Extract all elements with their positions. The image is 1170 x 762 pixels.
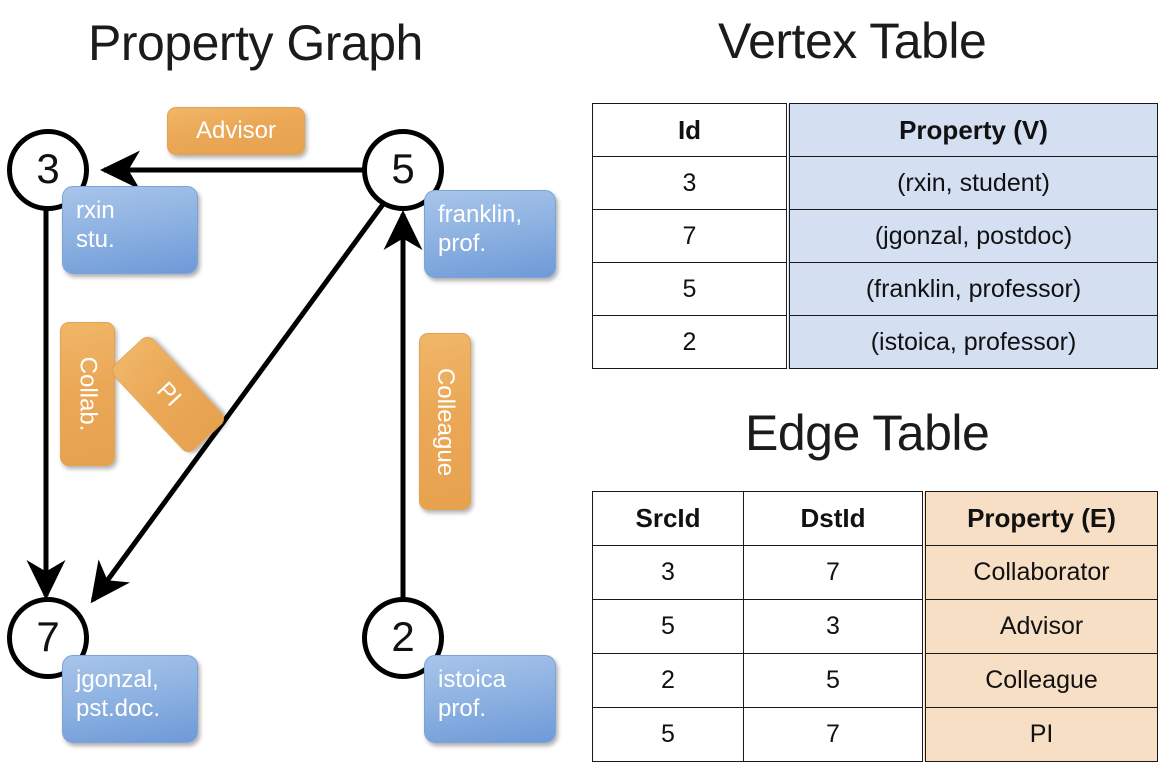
edge-table-header-srcid: SrcId <box>592 491 744 546</box>
edge-cell-dstid: 7 <box>743 707 925 762</box>
graph-node-2[interactable]: 2 <box>362 597 444 679</box>
node-property-box-istoica: istoica prof. <box>424 655 556 743</box>
table-row: 5 3 Advisor <box>592 599 1158 654</box>
edge-cell-srcid: 5 <box>592 707 744 762</box>
edge-cell-srcid: 5 <box>592 599 744 654</box>
table-row: 2 5 Colleague <box>592 653 1158 708</box>
vertex-table-header-id: Id <box>592 103 789 157</box>
vertex-cell-id: 7 <box>592 209 789 263</box>
edge-label-collab-text: Collab. <box>74 356 102 432</box>
edge-cell-property: Advisor <box>922 599 1158 654</box>
node-property-box-jgonzal: jgonzal, pst.doc. <box>62 655 198 743</box>
edge-table-header-row: SrcId DstId Property (E) <box>592 491 1158 546</box>
edge-table: SrcId DstId Property (E) 3 7 Collaborato… <box>592 491 1158 762</box>
node-property-jgonzal-name: jgonzal, <box>76 666 159 693</box>
edge-cell-dstid: 3 <box>743 599 925 654</box>
edge-arrow-5-to-7 <box>90 190 395 604</box>
edge-label-colleague: Colleague <box>419 333 471 510</box>
graph-edges-svg <box>26 150 423 604</box>
table-row: 7 (jgonzal, postdoc) <box>592 209 1158 263</box>
vertex-cell-property: (rxin, student) <box>786 156 1158 210</box>
edge-label-colleague-text: Colleague <box>432 367 459 476</box>
edge-label-pi-text: PI <box>150 376 186 412</box>
edge-cell-property: Colleague <box>922 653 1158 708</box>
graph-node-2-label: 2 <box>391 613 415 660</box>
node-property-istoica-name: istoica <box>438 666 507 693</box>
graph-node-7-label: 7 <box>36 613 60 660</box>
graph-node-5[interactable]: 5 <box>362 129 444 211</box>
vertex-table: Id Property (V) 3 (rxin, student) 7 (jgo… <box>592 103 1158 369</box>
page-title-property-graph: Property Graph <box>88 15 423 71</box>
vertex-table-header-row: Id Property (V) <box>592 103 1158 157</box>
vertex-table-header-property: Property (V) <box>786 103 1158 157</box>
node-property-franklin-name: franklin, <box>438 201 523 228</box>
table-row: 5 7 PI <box>592 707 1158 762</box>
node-property-jgonzal-role: pst.doc. <box>76 695 161 723</box>
page-title-edge-table: Edge Table <box>745 405 990 461</box>
edge-label-collab: Collab. <box>60 322 115 466</box>
edge-cell-property: PI <box>922 707 1158 762</box>
vertex-cell-property: (istoica, professor) <box>786 315 1158 369</box>
vertex-cell-property: (franklin, professor) <box>786 262 1158 316</box>
edge-label-advisor-text: Advisor <box>195 117 277 144</box>
property-graph-diagram: 3 5 7 2 rxin stu. franklin, prof. jgonza… <box>0 0 585 760</box>
node-property-rxin-role: stu. <box>76 226 115 254</box>
edge-label-advisor: Advisor <box>167 107 305 155</box>
node-property-box-franklin: franklin, prof. <box>424 190 556 278</box>
node-property-rxin-name: rxin <box>76 197 115 224</box>
node-property-box-rxin: rxin stu. <box>62 186 198 274</box>
node-property-istoica-role: prof. <box>438 695 487 723</box>
edge-cell-srcid: 3 <box>592 545 744 600</box>
vertex-cell-id: 2 <box>592 315 789 369</box>
table-row: 5 (franklin, professor) <box>592 262 1158 316</box>
graph-node-3-label: 3 <box>36 145 60 192</box>
edge-cell-srcid: 2 <box>592 653 744 708</box>
graph-node-5-label: 5 <box>391 145 415 192</box>
vertex-cell-id: 3 <box>592 156 789 210</box>
table-row: 2 (istoica, professor) <box>592 315 1158 369</box>
table-row: 3 7 Collaborator <box>592 545 1158 600</box>
vertex-cell-property: (jgonzal, postdoc) <box>786 209 1158 263</box>
edge-cell-dstid: 7 <box>743 545 925 600</box>
edge-cell-property: Collaborator <box>922 545 1158 600</box>
vertex-cell-id: 5 <box>592 262 789 316</box>
edge-cell-dstid: 5 <box>743 653 925 708</box>
edge-table-header-property: Property (E) <box>922 491 1158 546</box>
table-row: 3 (rxin, student) <box>592 156 1158 210</box>
node-property-franklin-role: prof. <box>438 230 487 258</box>
page-title-vertex-table: Vertex Table <box>718 13 987 69</box>
edge-table-header-dstid: DstId <box>743 491 925 546</box>
